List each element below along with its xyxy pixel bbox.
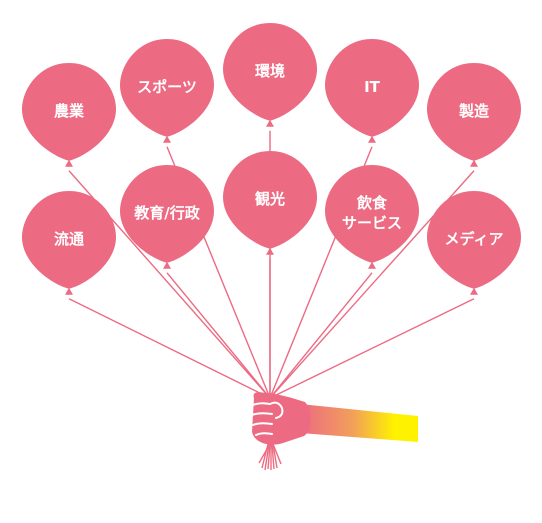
balloon-it: IT [325, 39, 419, 143]
balloon-body [223, 23, 317, 121]
balloon-tourism: 観光 [223, 151, 317, 255]
balloon-body [120, 165, 214, 263]
balloon-label-food: サービス [342, 214, 402, 232]
string-distribution [68, 298, 271, 399]
string-ends [258, 443, 282, 471]
balloon-body [325, 39, 419, 137]
string-food [269, 272, 373, 399]
balloon-agriculture: 農業 [22, 63, 116, 167]
balloon-knot [163, 135, 171, 143]
balloon-label-environment: 環境 [255, 62, 285, 80]
balloon-label-food: 飲食 [356, 194, 388, 212]
balloon-knot [266, 119, 274, 127]
balloon-manufacturing: 製造 [427, 63, 521, 167]
balloon-body [427, 191, 521, 289]
balloon-body [427, 63, 521, 161]
finger-lines [251, 402, 273, 436]
thumb-line [269, 401, 284, 419]
balloon-knot [65, 159, 73, 167]
balloon-knot [368, 261, 376, 269]
arm [300, 404, 418, 442]
balloon-knot [470, 159, 478, 167]
balloon-knot [368, 135, 376, 143]
balloon-knot [163, 261, 171, 269]
balloon-sports: スポーツ [120, 39, 214, 143]
balloon-body [325, 165, 419, 263]
balloon-label-media: メディア [445, 230, 504, 248]
balloon-label-agriculture: 農業 [54, 102, 85, 120]
balloon-label-education: 教育/行政 [133, 204, 200, 222]
balloon-knot [470, 287, 478, 295]
balloon-knot [266, 247, 274, 255]
balloon-distribution: 流通 [22, 191, 116, 295]
balloon-knot [65, 287, 73, 295]
hand-holding-strings [251, 392, 418, 471]
balloon-body [22, 63, 116, 161]
balloon-label-it: IT [364, 78, 381, 96]
balloon-media: メディア [427, 191, 521, 295]
balloon-label-distribution: 流通 [54, 230, 84, 248]
balloon-label-manufacturing: 製造 [458, 102, 489, 120]
balloon-environment: 環境 [223, 23, 317, 127]
balloon-body [120, 39, 214, 137]
string-media [269, 298, 475, 399]
string-education [166, 272, 271, 399]
balloon-label-sports: スポーツ [137, 78, 197, 96]
fist-icon [252, 392, 311, 445]
balloon-education: 教育/行政 [120, 165, 214, 269]
balloon-body [223, 151, 317, 249]
balloon-label-tourism: 観光 [255, 190, 285, 208]
balloon-body [22, 191, 116, 289]
